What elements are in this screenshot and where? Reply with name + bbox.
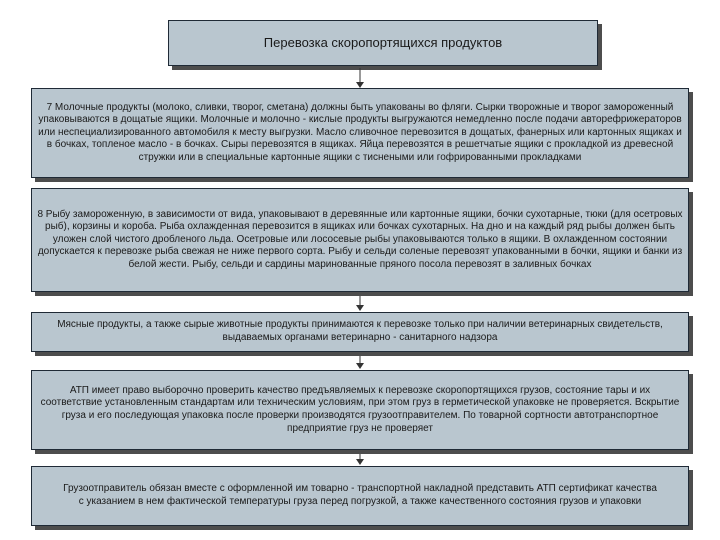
arrow-2 (356, 305, 364, 311)
fish-products-text: 8 Рыбу замороженную, в зависимости от ви… (37, 208, 683, 270)
connector-3 (359, 356, 361, 364)
meat-products-text: Мясные продукты, а также сырые животные … (57, 319, 663, 343)
fish-products-box: 8 Рыбу замороженную, в зависимости от ви… (31, 188, 689, 292)
arrow-3 (356, 363, 364, 369)
connector-2 (359, 296, 361, 306)
meat-products-box: Мясные продукты, а также сырые животные … (31, 312, 689, 352)
shipper-certificate-text: Грузоотправитель обязан вместе с оформле… (63, 483, 657, 507)
dairy-products-box: 7 Молочные продукты (молоко, сливки, тво… (31, 88, 689, 178)
atp-quality-check-box: АТП имеет право выборочно проверить каче… (31, 370, 689, 450)
atp-quality-check-text: АТП имеет право выборочно проверить каче… (40, 384, 680, 434)
diagram-title: Перевозка скоропортящихся продуктов (263, 34, 503, 50)
connector-4 (359, 454, 361, 460)
arrow-1 (356, 82, 364, 88)
dairy-products-text: 7 Молочные продукты (молоко, сливки, тво… (38, 101, 682, 163)
connector-1 (359, 68, 361, 82)
shipper-certificate-box: Грузоотправитель обязан вместе с оформле… (31, 466, 689, 526)
arrow-4 (356, 459, 364, 465)
diagram-title-box: Перевозка скоропортящихся продуктов (168, 20, 598, 66)
